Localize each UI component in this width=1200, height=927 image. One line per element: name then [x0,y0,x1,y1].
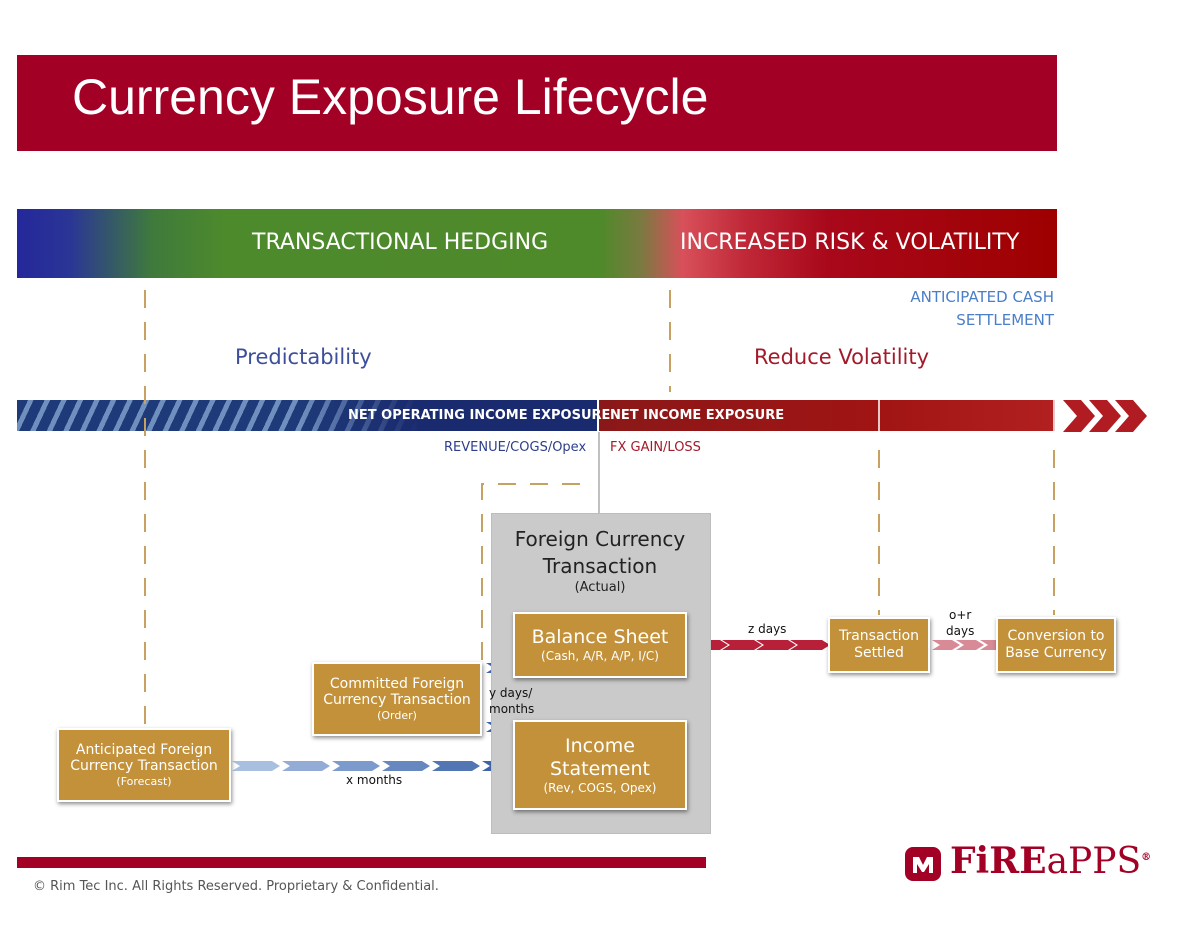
fireapps-logo-text: FiREaPPS® [950,840,1151,882]
income-statement-line1: Income [565,735,635,757]
committed-transaction-box: Committed Foreign Currency Transaction (… [312,662,482,736]
y-days-line1: y days/ [489,686,533,700]
chevron-arrows-icon [1063,400,1147,432]
anticipated-cash-settlement-label: ANTICIPATED CASH SETTLEMENT [860,286,1054,332]
title-bar [17,55,1057,151]
income-statement-box: Income Statement (Rev, COGS, Opex) [513,720,687,810]
conversion-line2: Base Currency [1005,645,1107,661]
committed-dashed-bracket [481,483,590,660]
x-months-arrow [232,761,512,771]
net-operating-income-exposure-label: NET OPERATING INCOME EXPOSURE [348,408,611,423]
fireapps-logo-icon [905,847,941,881]
phase-gradient-band [17,209,1057,278]
or-days-line1: o+r [948,608,972,622]
fx-gain-loss-label: FX GAIN/LOSS [610,440,701,455]
committed-line1: Committed Foreign [329,675,465,692]
panel-subtitle: (Actual) [574,580,626,595]
income-statement-line2: Statement [550,757,650,780]
transactional-hedging-label: TRANSACTIONAL HEDGING [252,230,549,255]
exposure-bar-tick-settled [878,400,880,431]
revenue-cogs-opex-label: REVENUE/COGS/Opex [444,440,587,455]
anticipated-transaction-box: Anticipated Foreign Currency Transaction… [57,728,231,802]
z-days-label: z days [748,622,787,636]
y-days-line2: months [489,702,535,716]
committed-line2: Currency Transaction [323,692,471,709]
net-income-exposure-label: NET INCOME EXPOSURE [610,408,785,423]
committed-line3: (Order) [377,709,417,723]
balance-sheet-line2: (Cash, A/R, A/P, I/C) [541,649,659,664]
logo-apps: aPPS [1046,841,1142,882]
anticipated-line2: Currency Transaction [70,758,218,775]
predictability-label: Predictability [235,345,372,369]
exposure-bar-divider [597,400,599,431]
or-days-arrow [932,640,996,650]
logo-registered: ® [1141,852,1152,863]
panel-title: Foreign Currency Transaction [491,526,709,580]
panel-title-line1: Foreign Currency [514,527,686,551]
exposure-bar-tick-conversion [1053,400,1055,431]
anticipated-cash-line1: ANTICIPATED CASH [910,288,1054,306]
net-income-bar [599,400,1055,431]
settled-line1: Transaction [838,628,920,645]
income-statement-line3: (Rev, COGS, Opex) [543,780,657,795]
page-title: Currency Exposure Lifecycle [72,69,709,125]
y-days-label: y days/ months [489,685,534,717]
increased-risk-label: INCREASED RISK & VOLATILITY [680,230,1020,255]
or-days-line2: days [946,624,975,638]
logo-fire: FiRE [950,840,1047,882]
x-months-label: x months [346,773,403,787]
or-days-label: o+r days [946,607,974,639]
net-operating-income-bar-fill [300,400,597,431]
panel-title-line2: Transaction [542,554,658,578]
reduce-volatility-label: Reduce Volatility [754,345,930,369]
balance-sheet-box: Balance Sheet (Cash, A/R, A/P, I/C) [513,612,687,678]
anticipated-line1: Anticipated Foreign [75,741,213,758]
conversion-line1: Conversion to [1007,628,1105,645]
balance-sheet-line1: Balance Sheet [531,626,669,649]
copyright-text: © Rim Tec Inc. All Rights Reserved. Prop… [33,879,439,894]
transaction-settled-box: Transaction Settled [828,617,930,673]
settled-line2: Settled [854,645,904,661]
footer-line [17,857,706,868]
anticipated-cash-line2: SETTLEMENT [956,311,1054,329]
anticipated-line3: (Forecast) [116,775,172,789]
conversion-box: Conversion to Base Currency [996,617,1116,673]
